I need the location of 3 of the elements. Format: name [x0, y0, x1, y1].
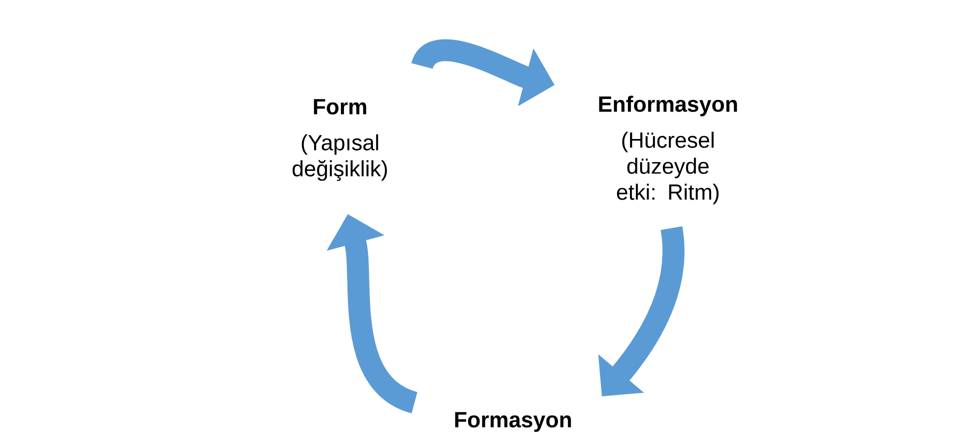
stage-label: Form (Yapısal değişiklik): [292, 99, 387, 181]
stage-label: Enformasyon (Hücresel düzeyde etki: Ritm): [599, 96, 737, 204]
stage-label: Formasyon: [455, 412, 571, 432]
